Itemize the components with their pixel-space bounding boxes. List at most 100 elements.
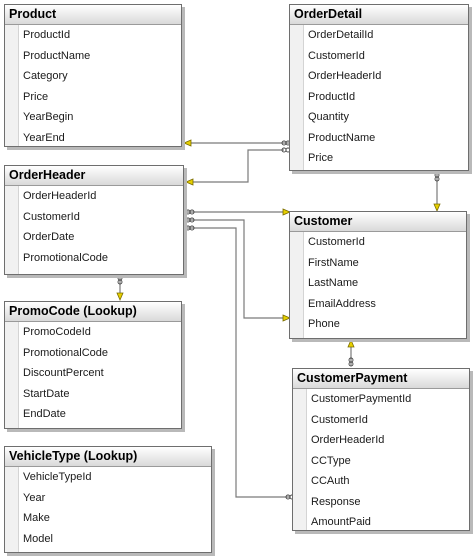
row-selector-gutter <box>5 467 19 552</box>
row-selector-gutter <box>293 389 307 530</box>
row-selector-gutter <box>290 25 304 170</box>
column-row[interactable]: VehicleTypeId <box>19 467 211 488</box>
column-list: VehicleTypeId Year Make Model <box>19 467 211 549</box>
column-name: CustomerPaymentId <box>311 393 412 405</box>
table-orderdetail[interactable]: OrderDetail OrderDetailId CustomerId Ord… <box>289 4 469 171</box>
column-name: OrderHeaderId <box>311 434 385 446</box>
column-name: CCAuth <box>311 475 350 487</box>
column-row[interactable]: OrderHeaderId <box>304 66 468 87</box>
column-row[interactable]: OrderDate <box>19 227 183 248</box>
column-row[interactable]: OrderHeaderId <box>19 186 183 207</box>
column-name: OrderDetailId <box>308 29 374 41</box>
key-endpoint-icon <box>347 338 355 348</box>
column-row[interactable]: OrderHeaderId <box>307 430 469 451</box>
column-row[interactable]: OrderDetailId <box>304 25 468 46</box>
table-orderheader[interactable]: OrderHeader OrderHeaderId CustomerId Ord… <box>4 165 184 275</box>
column-row[interactable]: CustomerId <box>307 410 469 431</box>
infinity-endpoint-icon <box>348 357 354 367</box>
key-endpoint-icon <box>116 139 441 348</box>
column-name: StartDate <box>23 387 70 400</box>
infinity-endpoint-icon <box>185 225 195 231</box>
column-row[interactable]: ProductName <box>19 46 181 67</box>
row-selector-gutter <box>5 322 19 428</box>
column-name: OrderHeaderId <box>308 70 382 82</box>
column-row[interactable]: Response <box>307 492 469 513</box>
column-row[interactable]: Price <box>304 148 468 169</box>
column-name: Category <box>23 70 68 82</box>
column-row[interactable]: Phone <box>304 314 466 335</box>
column-row[interactable]: Quantity <box>304 107 468 128</box>
table-title[interactable]: PromoCode (Lookup) <box>5 302 181 322</box>
column-list: CustomerId FirstName LastName EmailAddre… <box>304 232 466 335</box>
row-selector-gutter <box>5 186 19 274</box>
column-row[interactable]: PromotionalCode <box>19 248 183 269</box>
rel-orderheader-customerpayment <box>186 227 290 498</box>
table-customerpayment[interactable]: CustomerPayment CustomerPaymentId Custom… <box>292 368 470 531</box>
table-title[interactable]: OrderHeader <box>5 166 183 186</box>
table-customer[interactable]: Customer CustomerId FirstName LastName E… <box>289 211 467 339</box>
infinity-endpoint-icon <box>117 275 123 285</box>
table-vehicletype[interactable]: VehicleType (Lookup) VehicleTypeId Year … <box>4 446 212 553</box>
column-row[interactable]: CustomerId <box>304 46 468 67</box>
column-row[interactable]: Model <box>19 529 211 550</box>
column-row[interactable]: FirstName <box>304 253 466 274</box>
key-endpoint-icon <box>182 139 192 147</box>
column-row[interactable]: CCAuth <box>307 471 469 492</box>
column-row[interactable]: ProductName <box>304 128 468 149</box>
column-row[interactable]: CCType <box>307 451 469 472</box>
column-name: PromotionalCode <box>23 346 108 359</box>
column-name: AmountPaid <box>311 516 371 528</box>
rel-orderheader-customer-phone <box>186 219 286 319</box>
column-row[interactable]: EndDate <box>19 404 181 425</box>
column-name: PromotionalCode <box>23 251 108 264</box>
column-row[interactable]: EmailAddress <box>304 294 466 315</box>
column-row[interactable]: YearBegin <box>19 107 181 128</box>
column-row[interactable]: Category <box>19 66 181 87</box>
column-row[interactable]: CustomerPaymentId <box>307 389 469 410</box>
column-row[interactable]: AmountPaid <box>307 512 469 533</box>
column-list: CustomerPaymentId CustomerId OrderHeader… <box>307 389 469 533</box>
column-name: VehicleTypeId <box>23 471 92 483</box>
column-row[interactable]: Make <box>19 508 211 529</box>
column-row[interactable]: LastName <box>304 273 466 294</box>
column-name: ProductName <box>308 131 376 144</box>
table-title[interactable]: OrderDetail <box>290 5 468 25</box>
column-row[interactable]: CustomerId <box>304 232 466 253</box>
column-name: ProductName <box>23 49 91 62</box>
column-name: OrderHeaderId <box>23 190 97 202</box>
column-row[interactable]: StartDate <box>19 384 181 405</box>
column-name: ProductId <box>23 29 71 41</box>
column-name: DiscountPercent <box>23 367 104 379</box>
column-list: OrderHeaderId CustomerId OrderDate Promo… <box>19 186 183 268</box>
column-row[interactable]: Price <box>19 87 181 108</box>
infinity-endpoint-icon <box>185 217 195 223</box>
column-row[interactable]: ProductId <box>19 25 181 46</box>
column-name: OrderDate <box>23 231 75 243</box>
column-row[interactable]: DiscountPercent <box>19 363 181 384</box>
column-row[interactable]: PromotionalCode <box>19 343 181 364</box>
column-name: CCType <box>311 454 351 467</box>
key-endpoint-icon <box>184 178 194 186</box>
column-name: Phone <box>308 318 340 330</box>
column-name: LastName <box>308 277 359 289</box>
row-selector-gutter <box>290 232 304 338</box>
column-name: YearEnd <box>23 131 65 144</box>
column-name: Make <box>23 512 50 524</box>
table-product[interactable]: Product ProductId ProductName Category P… <box>4 4 182 147</box>
column-name: Model <box>23 532 53 545</box>
column-row[interactable]: YearEnd <box>19 128 181 149</box>
infinity-endpoint-icon <box>185 209 195 215</box>
column-name: CustomerId <box>23 210 80 223</box>
table-title[interactable]: CustomerPayment <box>293 369 469 389</box>
table-title[interactable]: VehicleType (Lookup) <box>5 447 211 467</box>
column-name: ProductId <box>308 90 356 103</box>
table-title[interactable]: Product <box>5 5 181 25</box>
table-promocode[interactable]: PromoCode (Lookup) PromoCodeId Promotion… <box>4 301 182 429</box>
table-title[interactable]: Customer <box>290 212 466 232</box>
column-row[interactable]: CustomerId <box>19 207 183 228</box>
column-row[interactable]: ProductId <box>304 87 468 108</box>
column-row[interactable]: PromoCodeId <box>19 322 181 343</box>
column-name: CustomerId <box>311 413 368 426</box>
column-row[interactable]: Year <box>19 488 211 509</box>
